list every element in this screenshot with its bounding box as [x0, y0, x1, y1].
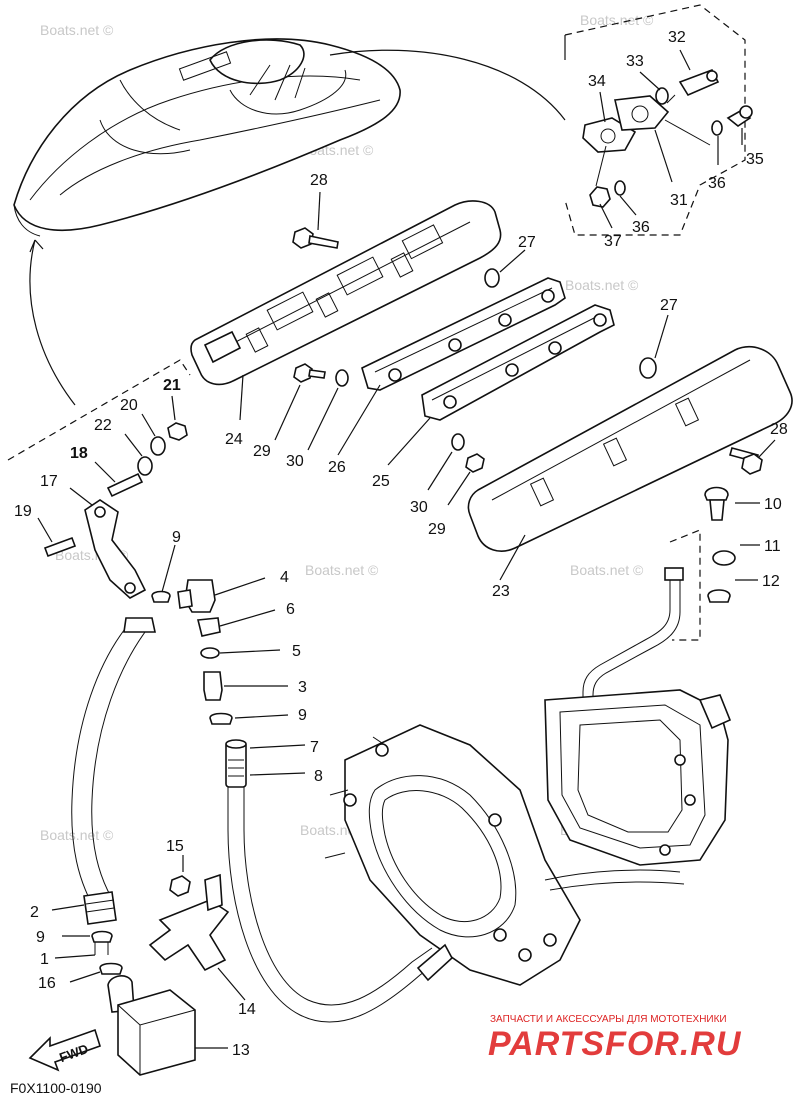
callout-5: 5 — [292, 643, 301, 660]
callout-11: 11 — [764, 538, 781, 555]
callout-15: 15 — [166, 838, 184, 855]
screw-15 — [169, 875, 191, 897]
callout-7: 7 — [310, 739, 319, 756]
callout-37: 37 — [604, 233, 622, 250]
watermark: Boats.net © — [305, 562, 379, 578]
fitting-stack — [177, 577, 289, 725]
mounting-plate — [324, 724, 685, 986]
hose-2 — [71, 617, 156, 925]
bolt-29 — [293, 363, 313, 383]
inset-fitting-detail — [564, 4, 753, 236]
callout-16: 16 — [38, 975, 56, 992]
clamp-16 — [99, 962, 123, 975]
callout-29: 29 — [253, 443, 271, 460]
brand-tagline: ЗАПЧАСТИ И АКСЕССУАРЫ ДЛЯ МОТОТЕХНИКИ — [490, 1014, 727, 1025]
watermark: Boats.net © — [570, 562, 644, 578]
callout-36: 36 — [632, 219, 650, 236]
callout-18: 18 — [70, 445, 88, 462]
bracket-14 — [148, 855, 246, 1001]
washer-30 — [335, 369, 349, 387]
washer-20 — [150, 436, 166, 456]
callout-30: 30 — [286, 453, 304, 470]
callout-32: 32 — [668, 29, 686, 46]
callout-27: 27 — [660, 297, 678, 314]
clamp-9 — [151, 590, 171, 603]
callout-8: 8 — [314, 768, 323, 785]
callout-25: 25 — [372, 473, 390, 490]
watermark: Boats.net © — [565, 277, 639, 293]
bolt-18 — [106, 472, 144, 498]
cap-6 — [196, 617, 221, 637]
callout-4: 4 — [280, 569, 289, 586]
bolt-28-top — [292, 191, 339, 249]
box-13 — [107, 975, 228, 1076]
washer-30 — [451, 433, 465, 451]
part-24-cover — [190, 200, 502, 386]
clamp-9 — [91, 930, 113, 943]
callout-3: 3 — [298, 679, 307, 696]
callout-36: 36 — [708, 175, 726, 192]
callout-labels: 1 2 3 4 5 6 7 8 9 9 9 10 11 12 13 14 15 … — [14, 29, 788, 1059]
callout-14: 14 — [238, 1001, 256, 1018]
bracket-17 — [84, 499, 147, 599]
callout-10: 10 — [764, 496, 782, 513]
callout-21: 21 — [163, 377, 181, 394]
callout-17: 17 — [40, 473, 58, 490]
callout-31: 31 — [670, 192, 688, 209]
part-25-rail — [421, 304, 615, 421]
callout-12: 12 — [762, 573, 780, 590]
part-23-cover — [467, 346, 793, 552]
callout-1: 1 — [40, 951, 49, 968]
callout-28: 28 — [770, 421, 788, 438]
callout-26: 26 — [328, 459, 346, 476]
callout-33: 33 — [626, 53, 644, 70]
fwd-arrow-icon: FWD — [28, 1028, 101, 1072]
clamp-12 — [707, 589, 731, 603]
watercraft-illustration — [13, 38, 401, 237]
plug-10 — [704, 486, 729, 501]
callout-9: 9 — [298, 707, 307, 724]
callout-27: 27 — [518, 234, 536, 251]
brand-name: PARTSFOR.RU — [488, 1025, 742, 1063]
clamp-9 — [209, 712, 233, 725]
callout-9: 9 — [172, 529, 181, 546]
washer-22 — [137, 456, 153, 476]
washer-11 — [712, 550, 736, 566]
callout-23: 23 — [492, 583, 510, 600]
callout-34: 34 — [588, 73, 606, 90]
callout-20: 20 — [120, 397, 138, 414]
callout-35: 35 — [746, 151, 764, 168]
callout-28: 28 — [310, 172, 328, 189]
callout-19: 19 — [14, 503, 32, 520]
callout-2: 2 — [30, 904, 39, 921]
washer-27 — [484, 268, 500, 288]
callout-24: 24 — [225, 431, 243, 448]
washer-27 — [639, 357, 657, 379]
nut-21 — [167, 422, 188, 441]
o-ring-5 — [200, 647, 220, 659]
fitting-3 — [203, 671, 223, 701]
callout-9: 9 — [36, 929, 45, 946]
callout-13: 13 — [232, 1042, 250, 1059]
inset-bracket-detail — [7, 359, 191, 599]
callout-30: 30 — [410, 499, 428, 516]
watermark: Boats.net © — [40, 827, 114, 843]
callout-6: 6 — [286, 601, 295, 618]
callout-22: 22 — [94, 417, 112, 434]
bolt-19 — [43, 536, 77, 558]
watermark: Boats.net © — [40, 22, 114, 38]
hose-8 — [225, 739, 453, 1023]
part-26-rail — [361, 277, 566, 391]
callout-29: 29 — [428, 521, 446, 538]
diagram-code: F0X1100-0190 — [10, 1080, 102, 1096]
watermark: Boats.net © — [580, 12, 654, 28]
pump-housing — [544, 529, 732, 866]
bolt-29 — [465, 453, 485, 473]
